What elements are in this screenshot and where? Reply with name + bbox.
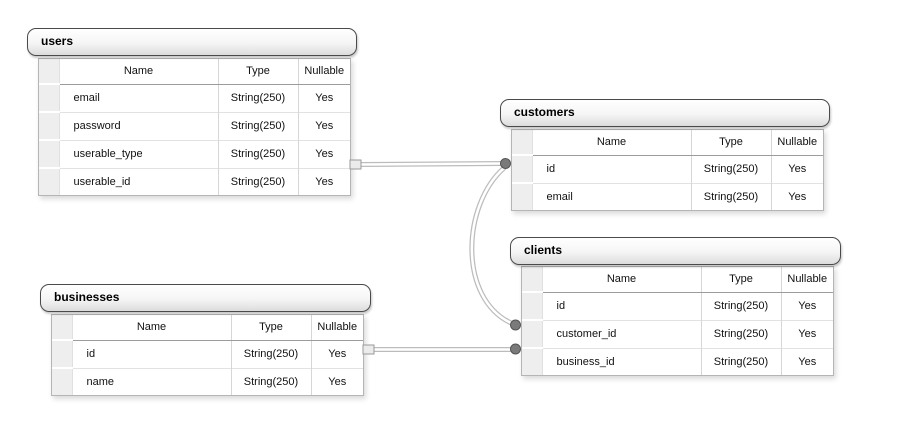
column-header-row: Name Type Nullable (52, 315, 363, 341)
row-icon-cell (39, 139, 60, 168)
column-type-cell: String(250) (217, 111, 298, 140)
table-row-customer-id[interactable]: customer_id String(250) Yes (522, 319, 833, 348)
relation-customers-clients[interactable] (469, 165, 514, 326)
column-type-cell: String(250) (217, 167, 298, 195)
name-column-header: Name (59, 59, 218, 85)
column-header-row: Name Type Nullable (512, 130, 823, 156)
column-name-cell: password (59, 111, 218, 140)
name-column-header: Name (72, 315, 231, 341)
connector-plug-users-userable-id[interactable] (349, 159, 362, 170)
row-icon-cell (522, 347, 543, 375)
icon-column-header (522, 267, 543, 293)
connector-knob-clients-business-id[interactable] (510, 343, 521, 355)
column-nullable-cell: Yes (770, 155, 823, 183)
column-name-cell: email (73, 92, 100, 104)
entity-clients-grid: Name Type Nullable id String(250) Yes cu (521, 266, 834, 376)
column-type-cell: String(250) (230, 367, 311, 395)
row-icon-cell (39, 83, 60, 112)
column-nullable-cell: Yes (780, 292, 833, 320)
entity-businesses-title[interactable]: businesses (40, 284, 371, 312)
table-row-name[interactable]: name String(250) Yes (52, 367, 363, 395)
connector-knob-clients-customer-id[interactable] (510, 319, 521, 331)
column-name-cell: id (556, 300, 566, 312)
column-header-row: Name Type Nullable (522, 267, 833, 293)
column-nullable-cell: Yes (297, 111, 350, 140)
table-row-business-id[interactable]: business_id String(250) Yes (522, 347, 833, 375)
row-icon-cell (522, 291, 543, 320)
column-name-cell: business_id (542, 347, 701, 375)
column-nullable-cell: Yes (310, 340, 363, 368)
column-nullable-cell: Yes (310, 367, 363, 395)
row-icon-cell (52, 339, 73, 368)
column-type-cell: String(250) (690, 182, 771, 210)
column-type-cell: String(250) (230, 340, 311, 368)
icon-column-header (39, 59, 60, 85)
column-nullable-cell: Yes (297, 167, 350, 195)
row-icon-cell (39, 111, 60, 140)
column-nullable-cell: Yes (297, 139, 350, 168)
entity-businesses-columns-table: Name Type Nullable id String(250) Yes na (52, 315, 363, 395)
relation-users-customers[interactable] (357, 161, 505, 167)
column-name-cell: customer_id (542, 319, 701, 348)
table-row-id[interactable]: id String(250) Yes (522, 291, 833, 320)
entity-users-columns-table: Name Type Nullable email String(250) Yes (39, 59, 350, 195)
table-row-email[interactable]: email String(250) Yes (512, 182, 823, 210)
column-type-cell: String(250) (217, 139, 298, 168)
icon-column-header (512, 130, 533, 156)
nullable-column-header: Nullable (780, 267, 833, 293)
table-row-password[interactable]: password String(250) Yes (39, 111, 350, 140)
column-type-cell: String(250) (690, 155, 771, 183)
entity-clients-columns-table: Name Type Nullable id String(250) Yes cu (522, 267, 833, 375)
row-icon-cell (512, 182, 533, 210)
connector-plug-businesses-id[interactable] (362, 344, 375, 355)
name-column-header: Name (542, 267, 701, 293)
nullable-column-header: Nullable (310, 315, 363, 341)
type-column-header: Type (230, 315, 311, 341)
column-nullable-cell: Yes (770, 182, 823, 210)
table-row-id[interactable]: id String(250) Yes (512, 154, 823, 183)
column-type-cell: String(250) (700, 292, 781, 320)
entity-customers-grid: Name Type Nullable id String(250) Yes em (511, 129, 824, 211)
column-nullable-cell: Yes (780, 347, 833, 375)
entity-businesses-grid: Name Type Nullable id String(250) Yes na (51, 314, 364, 396)
type-column-header: Type (217, 59, 298, 85)
nullable-column-header: Nullable (770, 130, 823, 156)
icon-column-header (52, 315, 73, 341)
column-name-cell: email (532, 182, 691, 210)
entity-clients-title[interactable]: clients (510, 237, 841, 265)
row-icon-cell (522, 319, 543, 348)
entity-customers-columns-table: Name Type Nullable id String(250) Yes em (512, 130, 823, 210)
entity-customers-title[interactable]: customers (500, 99, 830, 127)
column-nullable-cell: Yes (297, 84, 350, 112)
table-row-userable-id[interactable]: userable_id String(250) Yes (39, 167, 350, 195)
table-row-id[interactable]: id String(250) Yes (52, 339, 363, 368)
nullable-column-header: Nullable (297, 59, 350, 85)
type-column-header: Type (700, 267, 781, 293)
entity-users-title[interactable]: users (27, 28, 357, 56)
type-column-header: Type (690, 130, 771, 156)
column-nullable-cell: Yes (780, 319, 833, 348)
row-icon-cell (52, 367, 73, 395)
column-type-cell: String(250) (700, 319, 781, 348)
table-row-userable-type[interactable]: userable_type String(250) Yes (39, 139, 350, 168)
connector-knob-customers-id[interactable] (500, 158, 511, 169)
table-row-email[interactable]: email String(250) Yes (39, 83, 350, 112)
column-type-cell: String(250) (700, 347, 781, 375)
name-column-header: Name (532, 130, 691, 156)
column-name-cell: id (546, 163, 556, 175)
column-name-cell: userable_type (59, 139, 218, 168)
column-name-cell: name (72, 367, 231, 395)
row-icon-cell (512, 154, 533, 183)
column-header-row: Name Type Nullable (39, 59, 350, 85)
column-type-cell: String(250) (217, 84, 298, 112)
row-icon-cell (39, 167, 60, 195)
column-name-cell: id (86, 348, 96, 360)
entity-users-grid: Name Type Nullable email String(250) Yes (38, 58, 351, 196)
column-name-cell: userable_id (59, 167, 218, 195)
